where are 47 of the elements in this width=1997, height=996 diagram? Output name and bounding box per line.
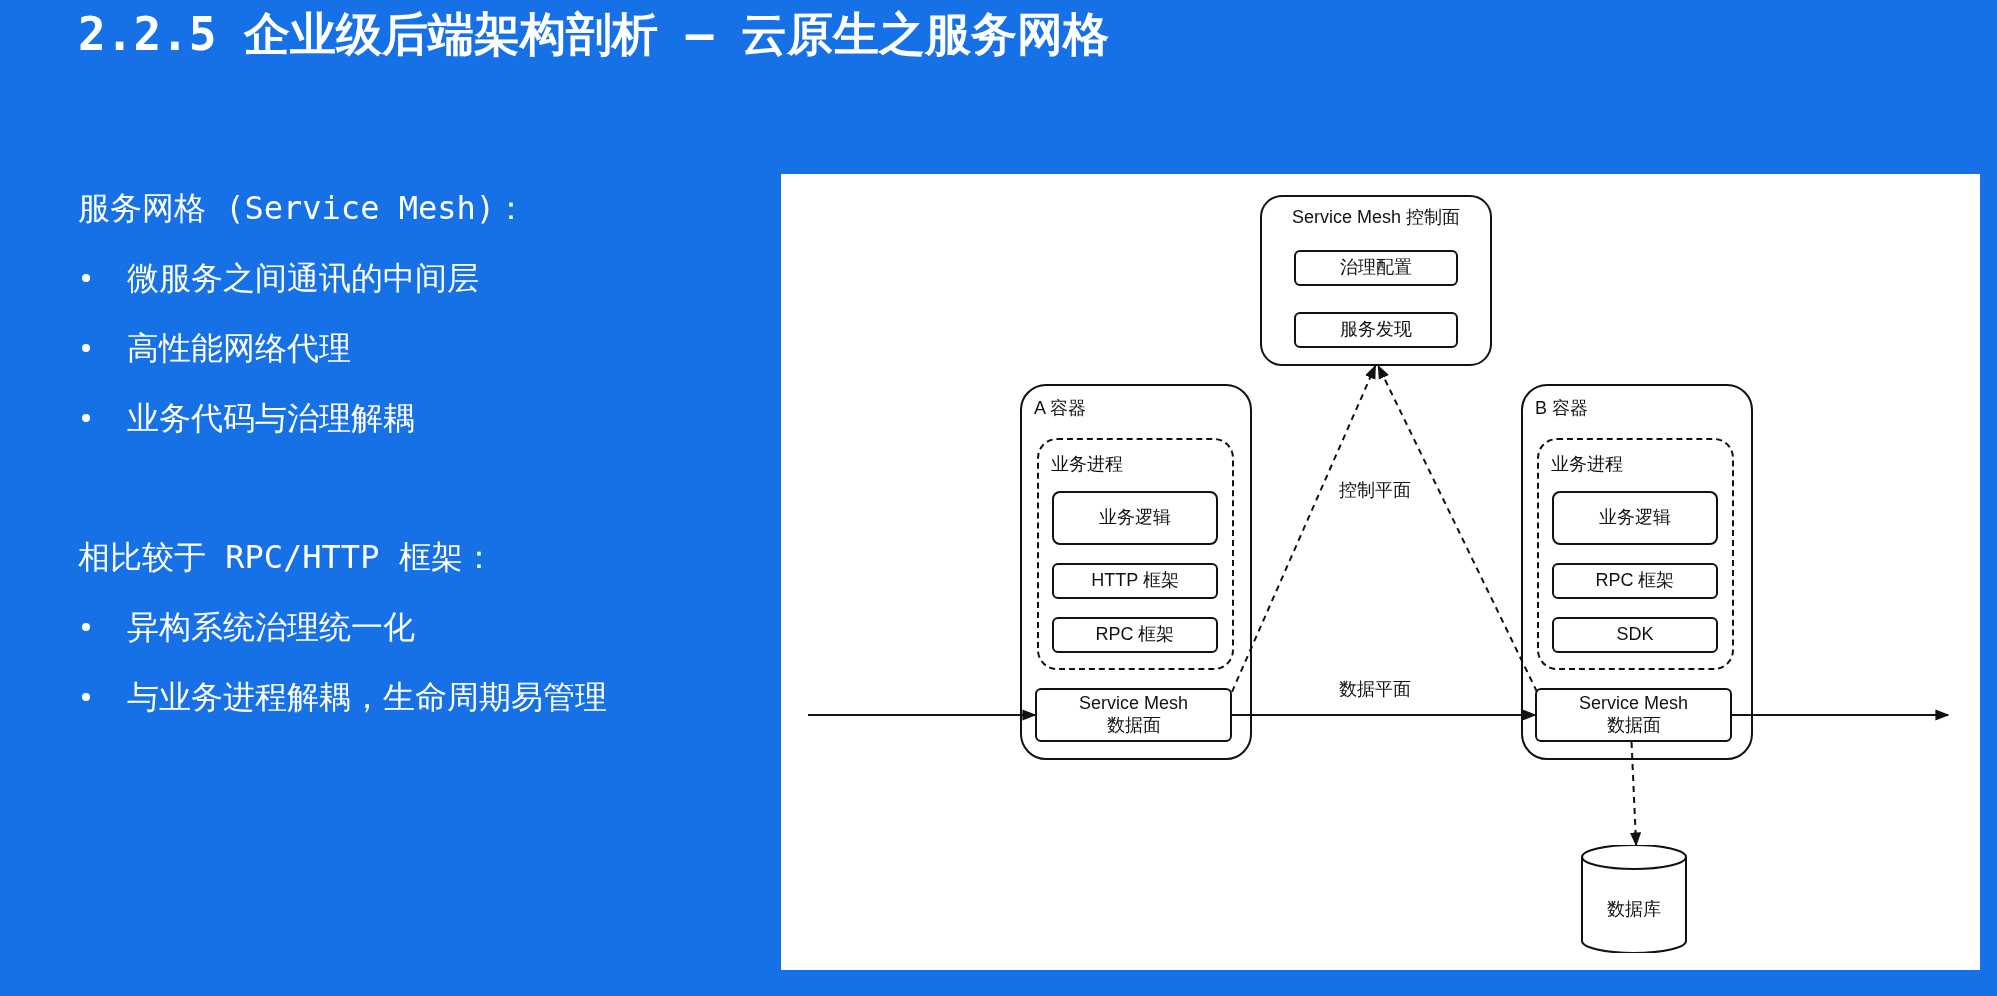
container-box — [1260, 195, 1492, 366]
arrow — [1731, 709, 1950, 721]
component-label: 业务逻辑 — [1599, 507, 1671, 529]
component-label: 治理配置 — [1340, 257, 1412, 279]
component-label: Service Mesh 数据面 — [1577, 693, 1689, 737]
component-label: SDK — [1616, 624, 1654, 646]
component-box — [1052, 563, 1218, 599]
slide-title: 2.2.5 企业级后端架构剖析 – 云原生之服务网格 — [78, 6, 1110, 63]
component-box — [1052, 491, 1218, 545]
bullet-text: 微服务之间通讯的中间层 — [127, 258, 479, 299]
component-box — [1294, 312, 1458, 348]
component-box — [1035, 688, 1232, 742]
component-box — [1535, 688, 1732, 742]
container-box — [1020, 384, 1252, 760]
component-label: Service Mesh 数据面 — [1077, 693, 1189, 737]
bullet-text: 业务代码与治理解耦 — [127, 398, 415, 439]
process-group-box — [1037, 438, 1234, 670]
bullet-text: 异构系统治理统一化 — [127, 607, 415, 648]
component-label: RPC 框架 — [1095, 624, 1175, 646]
component-label: 服务发现 — [1340, 319, 1412, 341]
dashed-arrow — [1231, 364, 1377, 693]
box-title: B 容器 — [1535, 398, 1588, 420]
text-heading: 服务网格 (Service Mesh)： — [78, 188, 527, 229]
dashed-arrow — [1377, 364, 1538, 693]
component-box — [1052, 617, 1218, 653]
edge-label: 数据平面 — [1336, 677, 1414, 701]
bullet-text: 与业务进程解耦，生命周期易管理 — [127, 677, 607, 718]
component-label: RPC 框架 — [1595, 570, 1675, 592]
container-box — [1521, 384, 1753, 760]
component-label: 业务逻辑 — [1099, 507, 1171, 529]
box-title: A 容器 — [1034, 398, 1086, 420]
box-title: 业务进程 — [1051, 454, 1123, 476]
box-title: 业务进程 — [1551, 454, 1623, 476]
component-box — [1552, 617, 1718, 653]
component-box — [1552, 563, 1718, 599]
component-box — [1294, 250, 1458, 286]
box-title: Service Mesh 控制面 — [1290, 207, 1461, 229]
bullet-text: 高性能网络代理 — [127, 328, 351, 369]
arrow — [1231, 709, 1537, 721]
process-group-box — [1537, 438, 1734, 670]
arrow — [807, 709, 1037, 721]
dashed-arrow — [1629, 741, 1642, 847]
component-label: 数据库 — [1607, 899, 1661, 921]
component-label: HTTP 框架 — [1091, 570, 1179, 592]
text-heading: 相比较于 RPC/HTTP 框架： — [78, 537, 495, 578]
component-box — [1552, 491, 1718, 545]
plane-label: 控制平面 — [1336, 478, 1414, 502]
